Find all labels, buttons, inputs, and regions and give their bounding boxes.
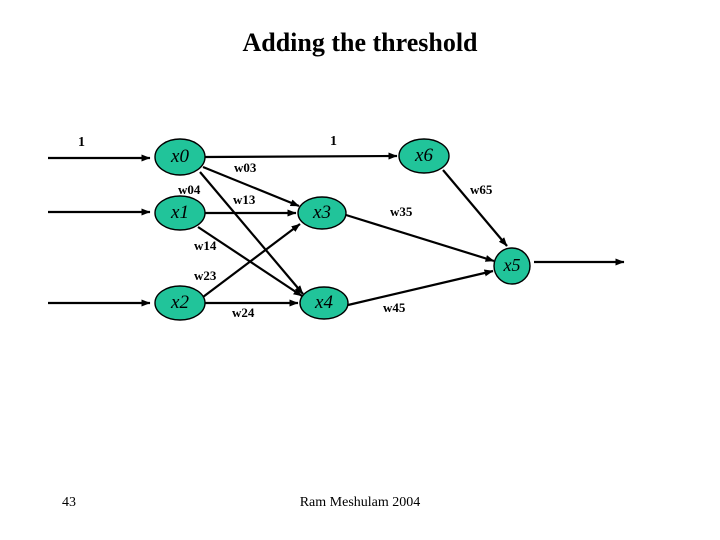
- edge-x6-x5: [442, 169, 508, 247]
- node-x2[interactable]: [154, 285, 206, 321]
- edge-x0-x6: [204, 152, 398, 160]
- node-x0[interactable]: [154, 138, 206, 176]
- footer-credit: Ram Meshulam 2004: [299, 495, 421, 510]
- edge-x3-x5: [345, 213, 495, 263]
- edge-label-w23: w23: [194, 268, 217, 283]
- node-x4[interactable]: [299, 286, 349, 320]
- edge-label-w03: w03: [234, 160, 257, 175]
- edge-label-w65: w65: [470, 182, 493, 197]
- edge-label-w14: w14: [194, 238, 217, 253]
- node-x1[interactable]: [154, 195, 206, 231]
- edge-label-w45: w45: [383, 300, 406, 315]
- node-x3[interactable]: [297, 196, 347, 230]
- edge-label-w35: w35: [390, 204, 413, 219]
- page-number: 43: [62, 495, 76, 510]
- node-x5[interactable]: [493, 247, 531, 285]
- edge-label-w13: w13: [233, 192, 256, 207]
- edge-label-w04: w04: [178, 182, 201, 197]
- node-x6[interactable]: [398, 138, 450, 174]
- edge-x0-x3: [202, 165, 300, 208]
- edge-x2-x3: [202, 223, 301, 298]
- edge-x0-x4: [199, 171, 304, 295]
- edge-label-w24: w24: [232, 305, 255, 320]
- edge-label-x0-x6: 1: [330, 134, 337, 149]
- page-title: Adding the threshold: [242, 28, 478, 57]
- input-bias-label-1: 1: [78, 135, 85, 150]
- edge-x4-x5: [347, 269, 494, 307]
